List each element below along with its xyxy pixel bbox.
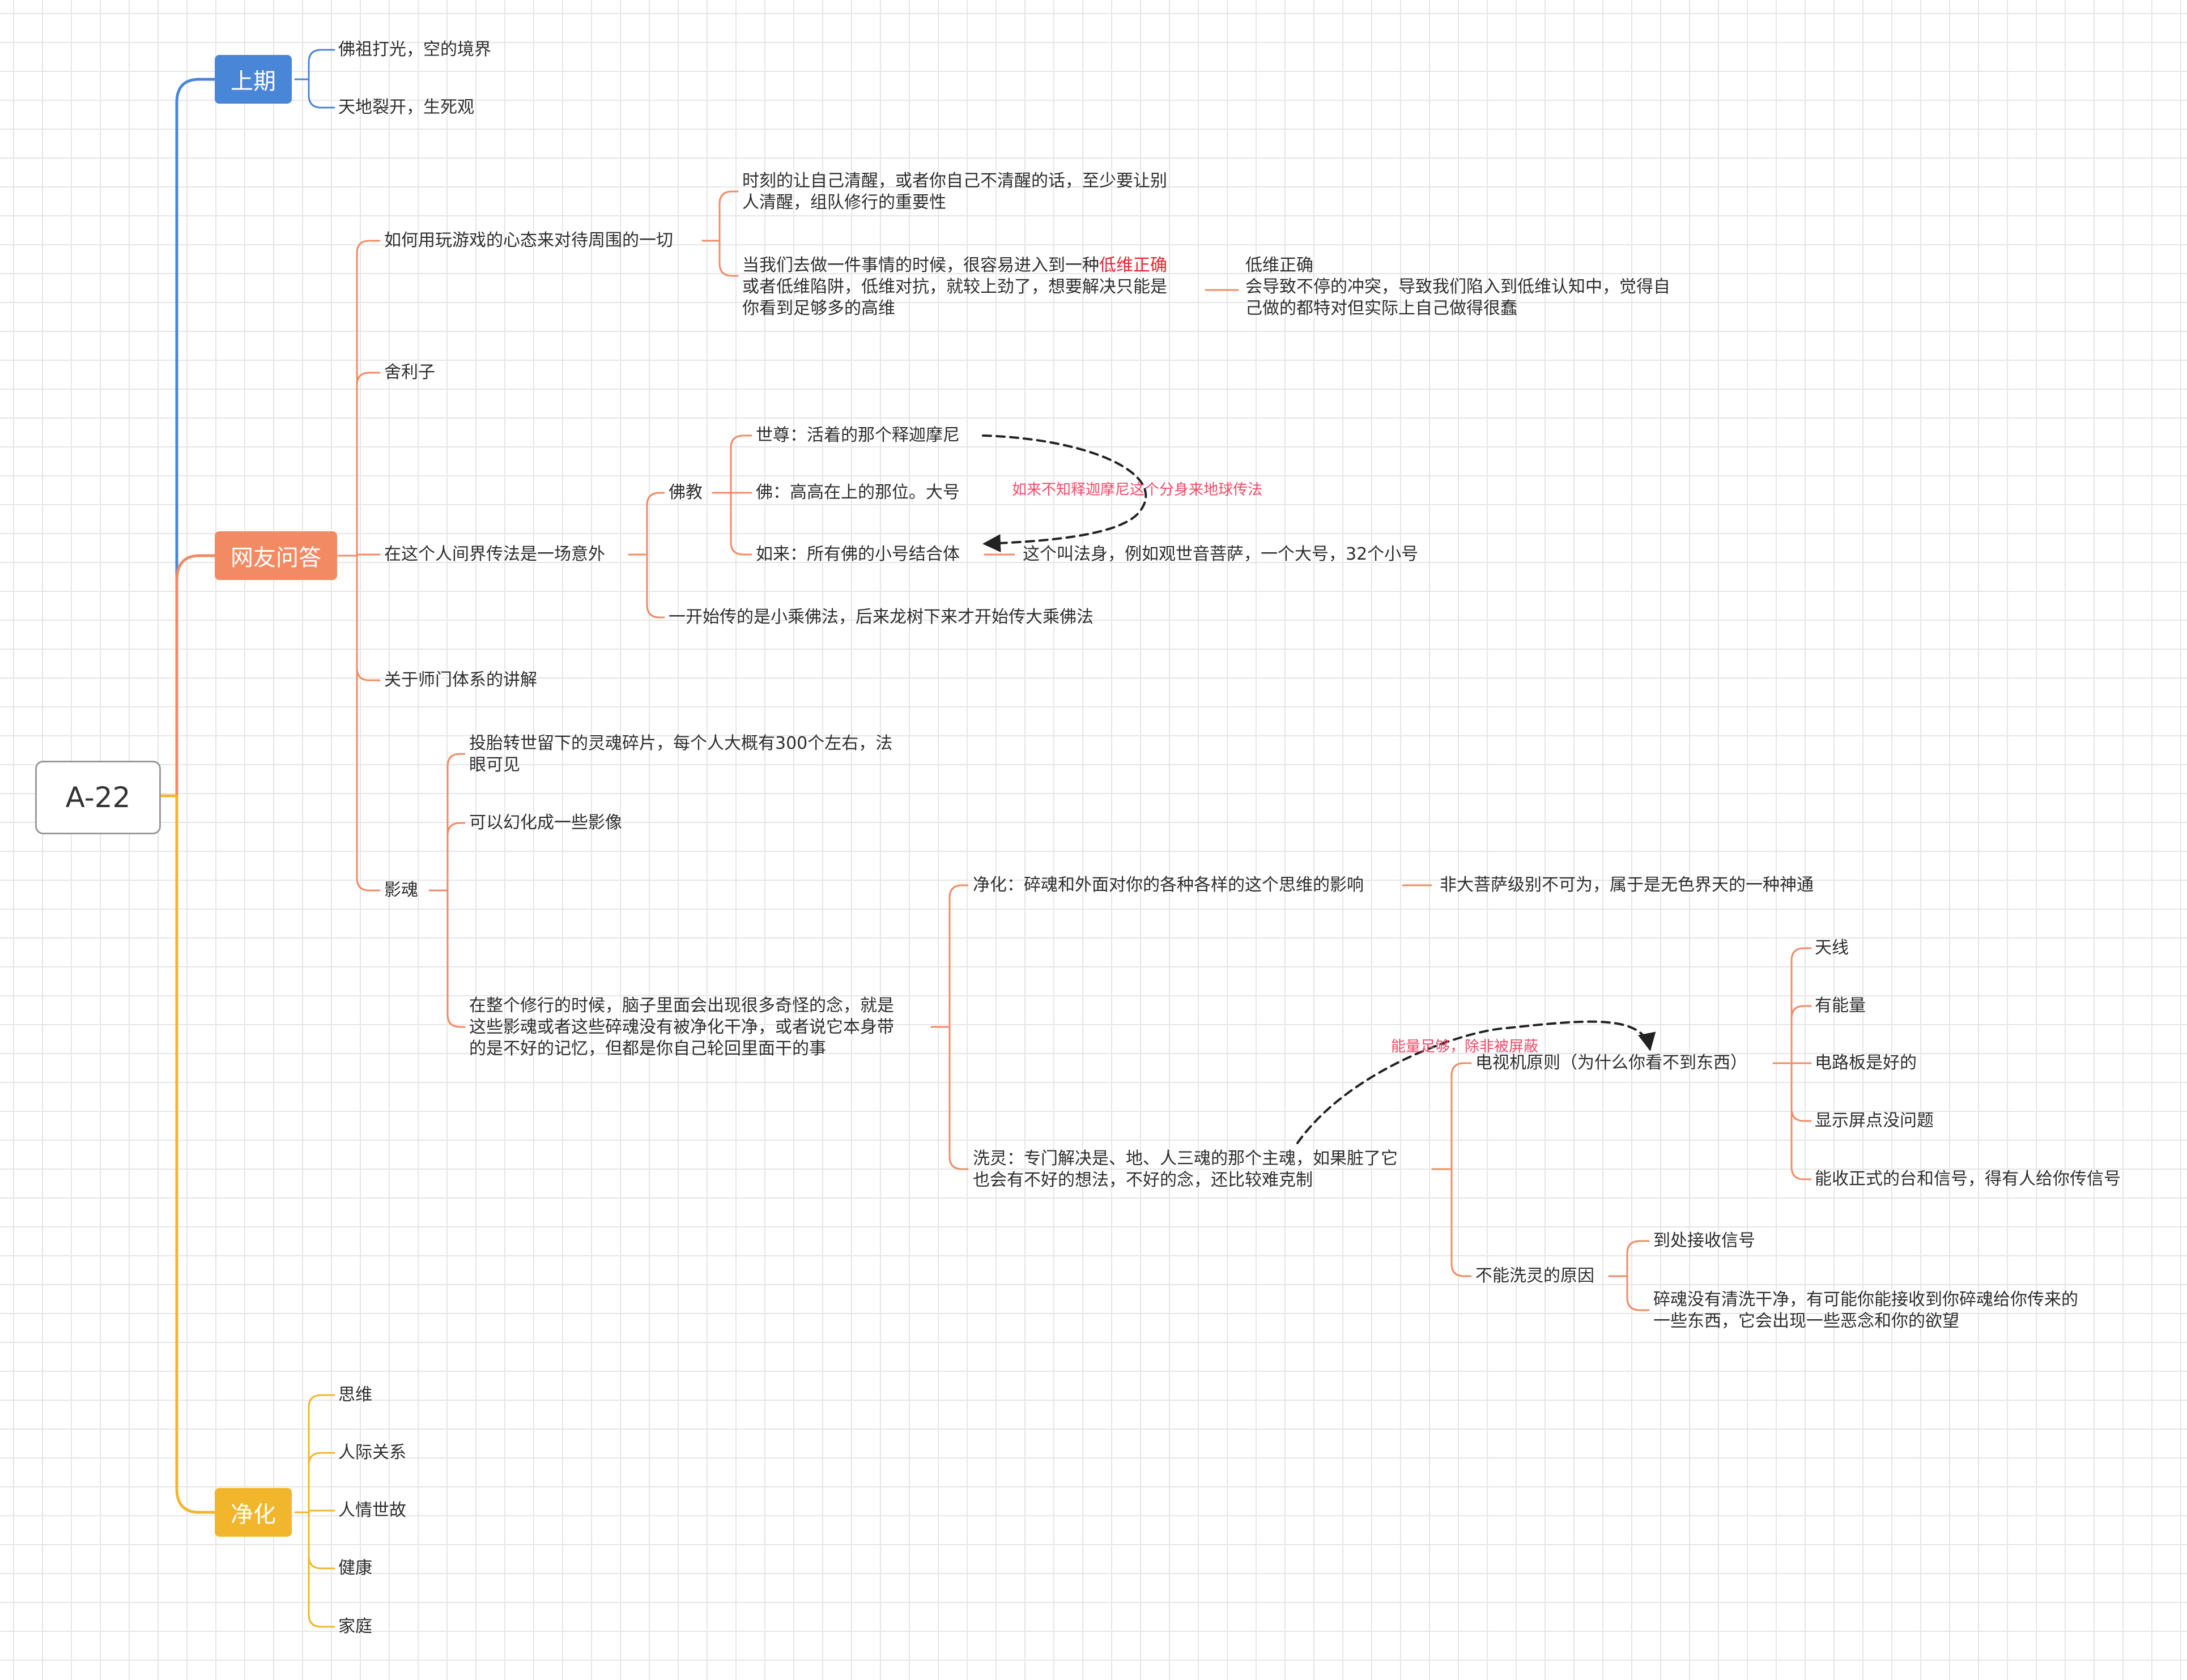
topic-wangyou[interactable]: 网友问答: [215, 531, 337, 580]
wangyou-child-2: [356, 553, 381, 557]
yinghun-child-2: [446, 889, 466, 1028]
jinghua-note[interactable]: 非大菩萨级别不可为，属于是无色界天的一种神通: [1440, 875, 1814, 895]
yinghun-c3-child-1: [948, 1026, 969, 1170]
jinghua-child-0: [308, 1394, 335, 1513]
tv-child-1: [1790, 1005, 1812, 1064]
lowdim-text-pre: 当我们去做一件事情的时候，很容易进入到一种: [742, 255, 1099, 275]
fojiao-shizun[interactable]: 世尊：活着的那个释迦摩尼: [756, 425, 960, 445]
cannot-child-0: [1626, 1240, 1650, 1277]
wangyou-child-1: [356, 372, 381, 557]
shangqi-item-2[interactable]: 天地裂开，生死观: [338, 97, 474, 117]
topic-shimen[interactable]: 关于师门体系的讲解: [384, 670, 537, 690]
chuanfa-xiaosheng[interactable]: 一开始传的是小乘佛法，后来龙树下来才开始传大乘佛法: [669, 607, 1094, 627]
xiling-cannot[interactable]: 不能洗灵的原因: [1475, 1266, 1594, 1286]
game-child-1: [718, 240, 739, 277]
yinghun-c3-child-0: [948, 884, 969, 1028]
tv-dashed-label: 能量足够，除非被屏蔽: [1391, 1038, 1539, 1055]
tv-item-2[interactable]: 有能量: [1815, 996, 1866, 1016]
tv-item-1[interactable]: 天线: [1815, 938, 1849, 958]
lowdim-note[interactable]: 低维正确 会导致不停的冲突，导致我们陷入到低维认知中，觉得自 己做的都特对但实际…: [1245, 255, 1670, 318]
wangyou-child-4: [356, 555, 381, 892]
rulai-note[interactable]: 这个叫法身，例如观世音菩萨，一个大号，32个小号: [1023, 544, 1419, 564]
jinghua-item-2[interactable]: 人际关系: [338, 1443, 406, 1462]
xiling-tv-principle[interactable]: 电视机原则（为什么你看不到东西）: [1475, 1053, 1747, 1073]
yinghun-jinghua[interactable]: 净化：碎魂和外面对你的各种各样的这个思维的影响: [973, 875, 1364, 895]
jinghua-item-5[interactable]: 家庭: [338, 1617, 372, 1636]
jinghua-child-1: [308, 1452, 335, 1513]
game-child-lowdim[interactable]: 当我们去做一件事情的时候，很容易进入到一种低维正确 或者低维陷阱，低维对抗，就较…: [742, 255, 1167, 319]
xiling-child-0: [1450, 1062, 1472, 1170]
yinghun-illusion[interactable]: 可以幻化成一些影像: [469, 813, 622, 833]
tv-item-4[interactable]: 显示屏点没问题: [1815, 1111, 1934, 1131]
tv-item-3[interactable]: 电路板是好的: [1815, 1053, 1917, 1073]
dashed-xiling-to-tv: [1296, 1020, 1656, 1144]
topic-shangqi[interactable]: 上期: [215, 55, 292, 104]
cannot-item-1[interactable]: 到处接收信号: [1653, 1231, 1755, 1251]
shizun-rulai-dashed-label: 如来不知释迦摩尼这个分身来地球传法: [1012, 481, 1263, 498]
tv-child-4: [1790, 1062, 1812, 1180]
xiling-child-1: [1450, 1168, 1472, 1277]
yinghun-strange-thoughts[interactable]: 在整个修行的时候，脑子里面会出现很多奇怪的念，就是 这些影魂或者这些碎魂没有被净…: [469, 996, 894, 1059]
yinghun-child-0: [446, 753, 466, 892]
link-root-wangyou: [175, 554, 216, 798]
jinghua-item-3[interactable]: 人情世故: [338, 1500, 406, 1520]
topic-jinghua[interactable]: 净化: [215, 1488, 292, 1537]
chuanfa-fojiao[interactable]: 佛教: [669, 483, 703, 502]
tv-child-0: [1790, 947, 1812, 1064]
jinghua-child-3: [308, 1511, 335, 1570]
lowdim-highlight: 低维正确: [1099, 255, 1167, 275]
fojiao-fo[interactable]: 佛：高高在上的那位。大号: [756, 483, 960, 502]
lowdim-text-post: 或者低维陷阱，低维对抗，就较上劲了，想要解决只能是 你看到足够多的高维: [742, 277, 1167, 318]
game-child-0: [718, 190, 739, 242]
link-root-shangqi: [156, 78, 216, 798]
dashed-shizun-to-rulai: [982, 434, 1147, 553]
jinghua-child-4: [308, 1511, 335, 1628]
cannot-item-2[interactable]: 碎魂没有清洗干净，有可能你能接收到你碎魂给你传来的 一些东西，它会出现一些恶念和…: [1653, 1290, 2078, 1331]
topic-shelizi[interactable]: 舍利子: [384, 363, 435, 382]
shangqi-child-0: [308, 49, 335, 80]
game-child-awake[interactable]: 时刻的让自己清醒，或者你自己不清醒的话，至少要让别 人清醒，组队修行的重要性: [742, 171, 1167, 212]
fojiao-child-0: [730, 434, 752, 494]
jinghua-item-4[interactable]: 健康: [338, 1558, 372, 1578]
wangyou-child-0: [356, 240, 381, 557]
shangqi-child-1: [308, 78, 335, 109]
topic-chuanfa[interactable]: 在这个人间界传法是一场意外: [384, 544, 605, 564]
root-node[interactable]: A-22: [35, 761, 161, 834]
fojiao-rulai[interactable]: 如来：所有佛的小号结合体: [756, 544, 960, 564]
topic-game-mindset[interactable]: 如何用玩游戏的心态来对待周围的一切: [384, 231, 673, 250]
tv-item-5[interactable]: 能收正式的台和信号，得有人给你传信号: [1815, 1169, 2121, 1189]
yinghun-child-1: [446, 822, 466, 892]
topic-yinghun[interactable]: 影魂: [384, 880, 418, 900]
link-root-jinghua: [156, 794, 216, 1514]
chuanfa-child-0: [646, 492, 665, 556]
shangqi-item-1[interactable]: 佛祖打光，空的境界: [338, 40, 491, 59]
yinghun-fragments[interactable]: 投胎转世留下的灵魂碎片，每个人大概有300个左右，法 眼可见: [469, 734, 893, 775]
fojiao-child-2: [730, 492, 752, 556]
jinghua-item-1[interactable]: 思维: [338, 1385, 372, 1405]
chuanfa-child-1: [646, 553, 665, 619]
cannot-child-1: [1626, 1275, 1650, 1311]
tv-child-3: [1790, 1062, 1812, 1122]
wangyou-child-3: [356, 555, 381, 681]
yinghun-xiling[interactable]: 洗灵：专门解决是、地、人三魂的那个主魂，如果脏了它 也会有不好的想法，不好的念，…: [973, 1149, 1398, 1190]
jinghua-child-2: [308, 1510, 335, 1513]
